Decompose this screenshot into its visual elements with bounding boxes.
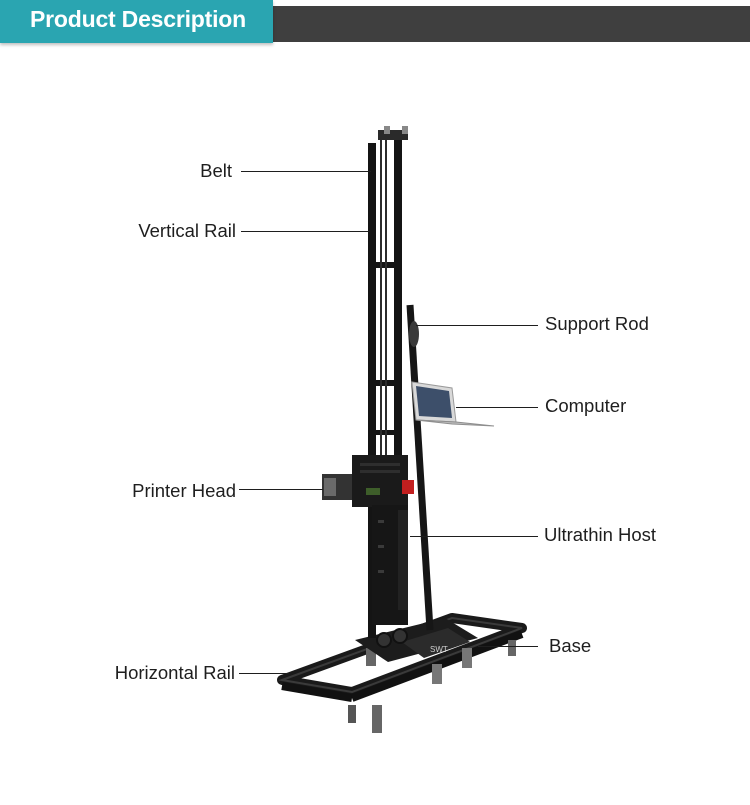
- svg-text:SWT: SWT: [430, 645, 448, 654]
- printer-head: [322, 455, 414, 507]
- label-support-rod: Support Rod: [545, 313, 649, 334]
- leader-line-vertical-rail: [241, 231, 370, 232]
- leader-line-belt: [241, 171, 371, 172]
- support-rod: [406, 304, 434, 631]
- label-computer: Computer: [545, 395, 627, 416]
- label-belt: Belt: [200, 160, 232, 181]
- label-base: Base: [549, 635, 592, 656]
- label-printer-head: Printer Head: [132, 480, 236, 501]
- leader-line-horizontal-rail: [239, 673, 289, 674]
- label-ultrathin-host: Ultrathin Host: [544, 524, 657, 545]
- leader-line-computer: [456, 407, 538, 408]
- base-plate: SWT: [355, 618, 478, 662]
- label-vertical-rail: Vertical Rail: [138, 220, 236, 241]
- ultrathin-host: [372, 505, 408, 625]
- label-horizontal-rail: Horizontal Rail: [114, 662, 235, 683]
- page-title: Product Description: [30, 6, 247, 32]
- header-title-tab: Product Description: [0, 0, 273, 43]
- leader-line-printer-head: [239, 489, 323, 490]
- leader-line-ultrathin-host: [410, 536, 538, 537]
- laptop-computer: [411, 381, 495, 427]
- leader-line-base: [478, 646, 538, 647]
- leader-line-support-rod: [416, 325, 538, 326]
